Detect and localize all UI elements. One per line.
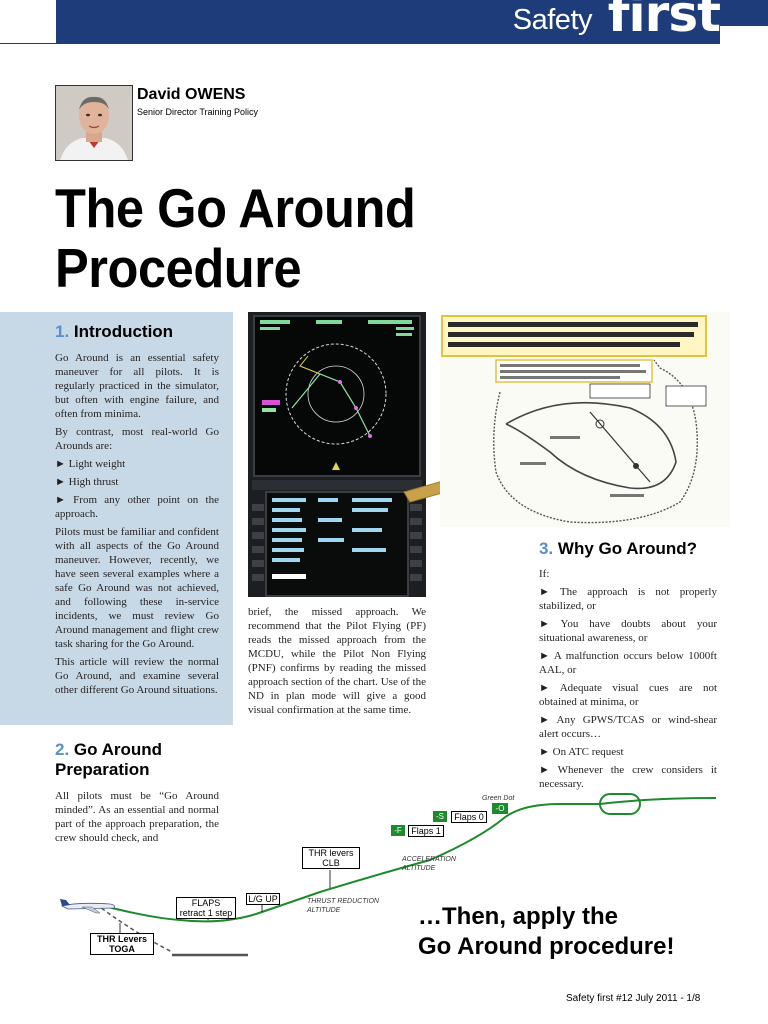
callout-line-1: …Then, apply the xyxy=(418,903,619,930)
why-bullet: ► You have doubts about your situational… xyxy=(539,618,717,644)
label-line: THR Levers xyxy=(96,934,148,944)
why-go-around-heading: 3. Why Go Around? xyxy=(539,539,697,559)
intro-bullet: ► From any other point on the approach. xyxy=(55,494,219,520)
landing-gear-up-label: L/G UP xyxy=(246,893,280,905)
thrust-reduction-altitude-label: THRUST REDUCTION ALTITUDE xyxy=(307,897,379,915)
green-dot-label: Green Dot xyxy=(482,795,515,802)
acceleration-altitude-label: ACCELERATION ALTITUDE xyxy=(402,855,456,873)
author-name: David OWENS xyxy=(137,86,246,103)
section-number: 1. xyxy=(55,322,70,341)
section-number: 3. xyxy=(539,539,554,558)
author-role: Senior Director Training Policy xyxy=(137,107,259,117)
why-bullet: ► Any GPWS/TCAS or wind-shear alert occu… xyxy=(539,714,717,740)
label-line: FLAPS xyxy=(191,898,221,908)
cockpit-display-photo xyxy=(248,312,426,597)
introduction-heading: 1. Introduction xyxy=(55,322,173,342)
title-line-2: Procedure xyxy=(55,237,302,299)
intro-paragraph-1: Go Around is an essential safety maneuve… xyxy=(55,352,219,420)
header-bar xyxy=(56,0,768,44)
label-line: TOGA xyxy=(109,944,135,954)
label-line: ACCELERATION xyxy=(402,856,456,863)
section-title: Why Go Around? xyxy=(557,539,698,558)
thr-levers-toga-label: THR Levers TOGA xyxy=(90,933,154,955)
s-speed-tag: -S xyxy=(433,811,447,822)
airplane-icon xyxy=(58,896,118,916)
intro-paragraph-4: This article will review the normal Go A… xyxy=(55,656,219,696)
intro-bullet: ► High thrust xyxy=(55,476,119,488)
flaps-1-label: Flaps 1 xyxy=(408,825,444,837)
label-line: THR levers xyxy=(308,848,354,858)
article-title: The Go Around Procedure xyxy=(55,177,416,299)
prep-paragraph-1: All pilots must be “Go Around minded”. A… xyxy=(55,790,219,844)
flaps-0-label: Flaps 0 xyxy=(451,811,487,823)
section-title: Introduction xyxy=(73,322,174,341)
why-bullet: ► Whenever the crew considers it necessa… xyxy=(539,764,717,790)
label-line: CLB xyxy=(322,858,340,868)
introduction-panel xyxy=(0,312,233,725)
intro-bullet: ► Light weight xyxy=(55,458,126,470)
intro-paragraph-2: By contrast, most real-world Go Arounds … xyxy=(55,426,219,452)
why-bullet: ► On ATC request xyxy=(539,746,624,758)
callout-line-2: Go Around procedure! xyxy=(418,933,675,960)
introduction-body: Go Around is an essential safety maneuve… xyxy=(55,351,219,701)
preparation-heading: 2. Go Around Preparation xyxy=(55,740,162,780)
label-line: THRUST REDUCTION xyxy=(307,898,379,905)
brand-first: first xyxy=(607,0,721,43)
header-notch xyxy=(720,26,768,44)
label-line: ALTITUDE xyxy=(307,907,341,914)
flaps-retract-label: FLAPS retract 1 step xyxy=(176,897,236,919)
middle-paragraph: brief, the missed approach. We recommend… xyxy=(248,606,426,716)
approach-path-line xyxy=(95,903,173,953)
author-photo xyxy=(55,85,133,161)
why-bullet: ► The approach is not properly stabilize… xyxy=(539,586,717,612)
section-title-line-2: Preparation xyxy=(55,760,150,779)
label-line: ALTITUDE xyxy=(402,865,436,872)
preparation-body: All pilots must be “Go Around minded”. A… xyxy=(55,789,219,849)
middle-column-body: brief, the missed approach. We recommend… xyxy=(248,605,426,721)
header-rule xyxy=(0,43,56,44)
f-speed-tag: -F xyxy=(391,825,405,836)
o-speed-tag: -O xyxy=(492,803,508,814)
green-dot-marker xyxy=(599,793,641,815)
intro-paragraph-3: Pilots must be familiar and confident wi… xyxy=(55,526,219,650)
label-line: retract 1 step xyxy=(179,908,233,918)
go-around-profile-diagram: THR Levers TOGA FLAPS retract 1 step L/G… xyxy=(0,780,768,980)
thr-levers-clb-label: THR levers CLB xyxy=(302,847,360,869)
why-bullet: ► A malfunction occurs below 1000ft AAL,… xyxy=(539,650,717,676)
why-bullet: ► Adequate visual cues are not obtained … xyxy=(539,682,717,708)
brand-safety: Safety xyxy=(512,4,593,36)
why-go-around-body: If: ► The approach is not properly stabi… xyxy=(539,567,717,795)
title-line-1: The Go Around xyxy=(55,177,416,239)
page-footer: Safety first #12 July 2011 - 1/8 xyxy=(566,993,701,1004)
section-number: 2. xyxy=(55,740,70,759)
approach-chart-image xyxy=(440,312,730,527)
why-intro: If: xyxy=(539,568,550,580)
apply-procedure-callout: …Then, apply the Go Around procedure! xyxy=(418,902,674,962)
section-title: Go Around xyxy=(73,740,163,759)
